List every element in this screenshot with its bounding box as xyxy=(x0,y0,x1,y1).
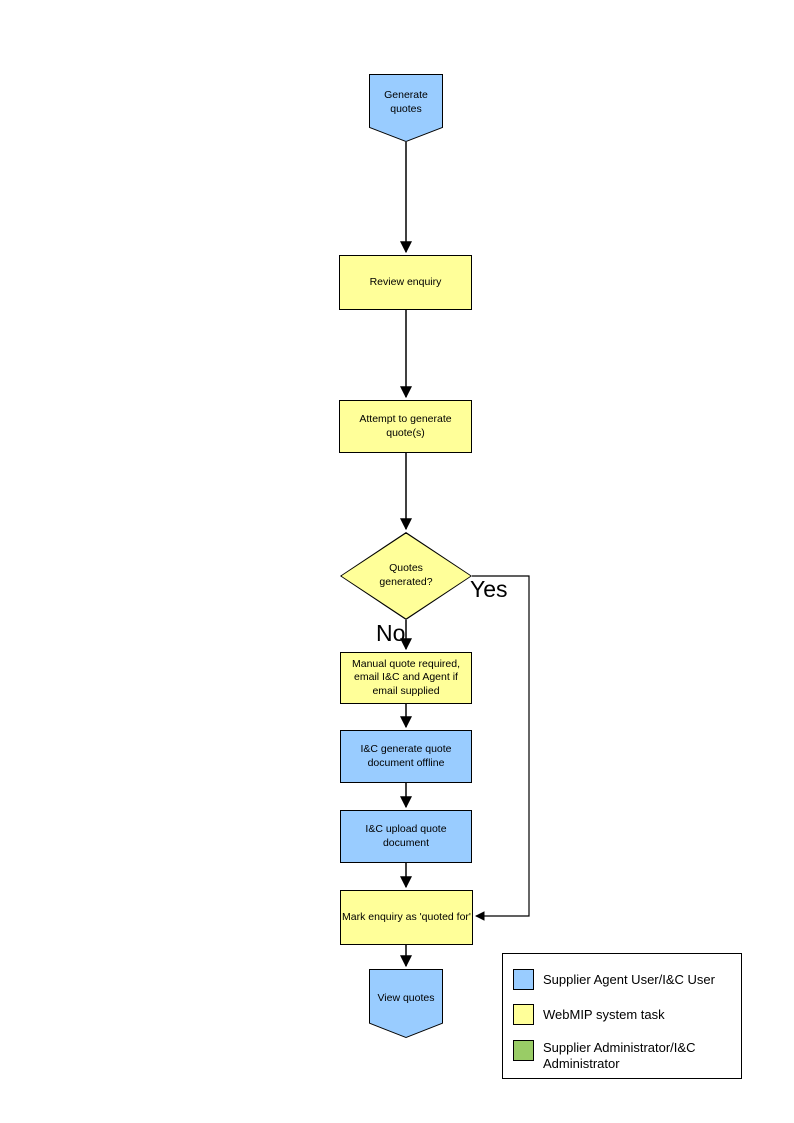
legend-swatch-webmip-task xyxy=(513,1004,534,1025)
legend-swatch-supplier-agent xyxy=(513,969,534,990)
flow-node-manual-quote-required: Manual quote required, email I&C and Age… xyxy=(340,652,472,704)
node-label: Manual quote required, email I&C and Age… xyxy=(352,658,460,697)
branch-label-no: No xyxy=(376,620,406,646)
flow-node-review-enquiry: Review enquiry xyxy=(339,255,472,310)
legend-box: Supplier Agent User/I&C User WebMIP syst… xyxy=(502,953,742,1079)
flow-node-quotes-generated-decision: Quotes generated? xyxy=(340,532,472,620)
flow-node-generate-quotes: Generate quotes xyxy=(369,74,443,142)
flow-node-mark-quoted-for: Mark enquiry as 'quoted for' xyxy=(340,890,473,945)
node-shape xyxy=(370,970,442,1037)
node-label: Review enquiry xyxy=(369,275,442,288)
node-shape xyxy=(370,75,442,141)
node-label: I&C upload quote document xyxy=(365,823,447,849)
branch-label-yes: Yes xyxy=(470,576,508,602)
legend-swatch-supplier-admin xyxy=(513,1040,534,1061)
arrow-decision-yes-to-mark xyxy=(472,575,530,921)
node-label-text: Quotes generated? xyxy=(379,562,433,588)
flow-node-ic-upload-document: I&C upload quote document xyxy=(340,810,472,863)
node-label: I&C generate quote document offline xyxy=(360,743,452,769)
flow-node-view-quotes: View quotes xyxy=(369,969,443,1038)
node-label: Attempt to generate quote(s) xyxy=(359,413,452,439)
flow-node-attempt-generate: Attempt to generate quote(s) xyxy=(339,400,472,453)
legend-label-supplier-admin: Supplier Administrator/I&C Administrator xyxy=(543,1040,696,1072)
node-label: Mark enquiry as 'quoted for' xyxy=(342,910,471,923)
node-label: View quotes xyxy=(377,991,435,1004)
legend-label-supplier-agent: Supplier Agent User/I&C User xyxy=(543,972,715,987)
legend-label-webmip-task: WebMIP system task xyxy=(543,1007,665,1022)
node-label: Generate quotes xyxy=(384,89,428,115)
flow-node-ic-generate-offline: I&C generate quote document offline xyxy=(340,730,472,783)
node-label: Quotes generated? xyxy=(340,532,472,620)
